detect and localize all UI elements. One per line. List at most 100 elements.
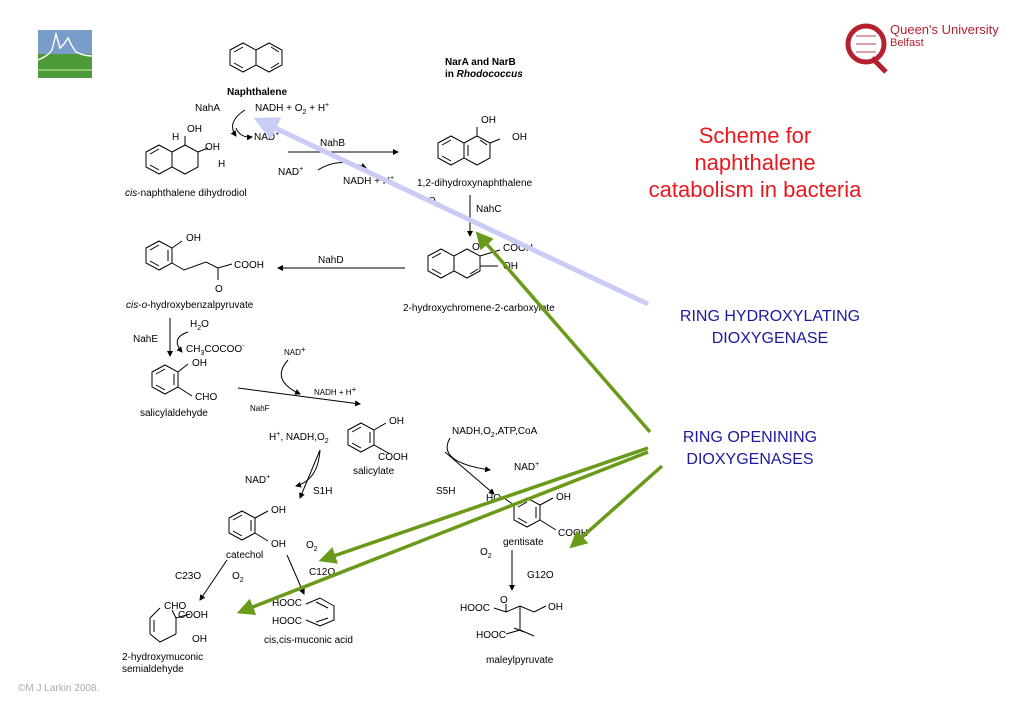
sal-ald-oh: OH xyxy=(192,358,207,369)
s1h-label: S1H xyxy=(313,486,332,497)
gentisate-oh: OH xyxy=(556,492,571,503)
s5h-arrow xyxy=(444,451,495,495)
c23o-label: C23O xyxy=(175,571,201,582)
dihydrodiol-label: cis-naphthalene dihydrodiol xyxy=(125,188,247,199)
catechol-oh2: OH xyxy=(271,539,286,550)
salicylate-structure xyxy=(347,422,391,455)
hbp-o: O xyxy=(215,284,223,295)
maleyl-o: O xyxy=(500,595,508,606)
copyright-note: ©M J Larkin 2008. xyxy=(18,683,100,694)
callout-opening-line-1: RING OPENINING xyxy=(682,429,818,446)
c12o-label: C12O xyxy=(309,567,335,578)
opening-pointer-arrows xyxy=(236,231,664,616)
callout-ring-hydroxylating: RING HYDROXYLATING DIOXYGENASE xyxy=(640,306,900,350)
gentisate-ho: HO xyxy=(486,493,501,504)
callout-hydroxylating-line-1: RING HYDROXYLATING xyxy=(679,308,861,325)
h2o-label: H2O xyxy=(190,319,209,332)
nahB-label: NahB xyxy=(320,138,345,149)
o2-c23o: O2 xyxy=(232,571,244,584)
chromene-oh: OH xyxy=(503,261,518,272)
hms-cho: CHO xyxy=(164,601,186,612)
nad-plus-5: NAD+ xyxy=(514,461,539,473)
nad-plus-3: NAD+ xyxy=(284,345,306,357)
s1h-cofactors: H+, NADH,O2 xyxy=(269,431,329,445)
callout-opening-line-2: DIOXYGENASES xyxy=(686,451,814,468)
nadh-o2-label: NADH + O2 + H+ xyxy=(255,102,329,116)
salicylate-cooh: COOH xyxy=(378,452,408,463)
wave-logo xyxy=(38,30,92,78)
nad-plus-4: NAD+ xyxy=(245,474,270,486)
dihydrodiol-oh2: OH xyxy=(205,142,220,153)
salicylaldehyde-label: salicylaldehyde xyxy=(140,408,208,419)
g12o-label: G12O xyxy=(527,570,554,581)
dihydrodiol-structure xyxy=(145,136,209,175)
muconic-structure xyxy=(305,597,335,627)
hydroxylating-pointer-arrow xyxy=(253,117,650,307)
pointer-to-nahC xyxy=(475,231,652,434)
muconic-hooc2: HOOC xyxy=(272,616,302,627)
hbp-cooh: COOH xyxy=(234,260,264,271)
pointer-to-c12o xyxy=(318,446,649,564)
nahF-arrow xyxy=(237,387,361,407)
gentisate-label: gentisate xyxy=(503,537,544,548)
maleyl-hooc1: HOOC xyxy=(460,603,490,614)
catechol-oh1: OH xyxy=(271,505,286,516)
hms-cooh: COOH xyxy=(178,610,208,621)
title-line-3: catabolism in bacteria xyxy=(648,177,862,202)
chromene-label: 2-hydroxychromene-2-carboxylate xyxy=(403,303,555,314)
hms-structure xyxy=(149,607,191,643)
pointer-to-g12o xyxy=(569,464,664,549)
o2-g12o: O2 xyxy=(480,547,492,560)
hms-label-2: semialdehyde xyxy=(122,664,184,675)
s5h-cofactors: NADH,O2,ATP,CoA xyxy=(452,426,538,439)
hms-label-1: 2-hydroxymuconic xyxy=(122,652,203,663)
maleylpyruvate-structure xyxy=(493,604,547,637)
hbp-label: cis-o-hydroxybenzalpyruvate xyxy=(126,300,254,311)
dihydroxynaphthalene-structure xyxy=(437,127,501,166)
catechol-label: catechol xyxy=(226,550,263,561)
dihydrodiol-h2: H xyxy=(218,159,225,170)
nad-plus-2: NAD+ xyxy=(278,166,303,178)
nahA-arrow xyxy=(230,109,246,137)
title-line-1: Scheme for xyxy=(698,123,812,148)
queens-university-logo: Queen's University Belfast xyxy=(842,14,1002,76)
salicylaldehyde-structure xyxy=(151,363,193,397)
naphthalene-label: Naphthalene xyxy=(227,87,287,98)
s1h-arrow xyxy=(299,449,321,499)
nahE-label: NahE xyxy=(133,334,158,345)
pointer-to-c23o xyxy=(236,450,649,616)
sal-ald-cho: CHO xyxy=(195,392,217,403)
scheme-title: Scheme for naphthalene catabolism in bac… xyxy=(610,122,900,203)
hydroxybenzalpyruvate-structure xyxy=(145,240,233,280)
maleyl-oh: OH xyxy=(548,602,563,613)
naphthalene-structure xyxy=(229,42,283,73)
dhn-oh1: OH xyxy=(481,115,496,126)
nadh-h-3: NADH + H+ xyxy=(314,385,357,397)
hbp-oh: OH xyxy=(186,233,201,244)
dihydrodiol-h1: H xyxy=(172,132,179,143)
nahD-label: NahD xyxy=(318,255,344,266)
narab-header-2: in Rhodococcus xyxy=(445,69,523,80)
nahC-label: NahC xyxy=(476,204,502,215)
callout-ring-opening: RING OPENINING DIOXYGENASES xyxy=(640,427,860,471)
hms-oh: OH xyxy=(192,634,207,645)
catechol-structure xyxy=(228,510,269,542)
nad-plus-1: NAD+ xyxy=(254,131,279,143)
pyruvate-label: CH3COCOO- xyxy=(186,343,245,357)
dhn-oh2: OH xyxy=(512,132,527,143)
narab-header-1: NarA and NarB xyxy=(445,57,516,68)
chromene-cooh: COOH xyxy=(503,243,533,254)
muconic-label: cis,cis-muconic acid xyxy=(264,635,353,646)
title-line-2: naphthalene xyxy=(694,150,816,175)
nadh-h-2: NADH + H+ xyxy=(343,175,394,187)
s5h-label: S5H xyxy=(436,486,455,497)
maleylpyruvate-label: maleylpyruvate xyxy=(486,655,554,666)
chromene-o: O xyxy=(472,242,480,253)
logo-name-2: Belfast xyxy=(890,37,924,49)
chromene-structure xyxy=(427,248,501,279)
nahF-label: NahF xyxy=(250,404,270,413)
c23o-arrow xyxy=(199,559,228,601)
o2-c12o: O2 xyxy=(306,540,318,553)
callout-hydroxylating-line-2: DIOXYGENASE xyxy=(711,330,829,347)
